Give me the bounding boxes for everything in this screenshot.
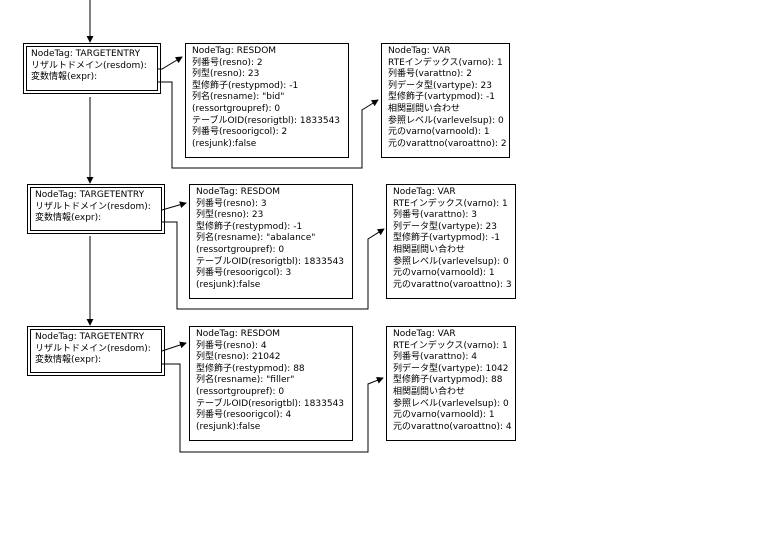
node-line: NodeTag: RESDOM [196, 187, 281, 197]
node-line: RTEインデックス(varno): 1 [393, 198, 508, 209]
node-line: (ressortgroupref): 0 [192, 103, 281, 114]
node-line: 相関副問い合わせ [393, 386, 466, 397]
node-line: 列番号(resno): 4 [196, 340, 267, 351]
node-line: 列番号(resoorigcol): 2 [192, 127, 288, 138]
node-line: 列データ型(vartype): 1042 [393, 363, 509, 374]
resdom-node: NodeTag: RESDOM 列番号(resno): 2 列型(resno):… [185, 43, 349, 158]
node-line: 型修飾子(restypmod): -1 [192, 80, 299, 91]
node-line: 列番号(resoorigcol): 3 [196, 268, 292, 279]
node-line: 列名(resname): "abalance" [196, 233, 316, 244]
var-node: NodeTag: VAR RTEインデックス(varno): 1 列番号(var… [386, 184, 516, 299]
node-line: 型修飾子(vartypmod): -1 [388, 92, 495, 103]
node-line: NodeTag: TARGETENTRY [35, 332, 145, 342]
node-line: 型修飾子(restypmod): 88 [196, 363, 305, 374]
node-line: NodeTag: RESDOM [196, 329, 281, 339]
node-line: NodeTag: TARGETENTRY [31, 49, 141, 59]
node-line: 型修飾子(vartypmod): 88 [393, 375, 503, 386]
node-line: RTEインデックス(varno): 1 [393, 340, 508, 351]
node-line: テーブルOID(resorigtbl): 1833543 [196, 398, 345, 409]
node-line: 列データ型(vartype): 23 [388, 80, 493, 91]
targetentry-node: NodeTag: TARGETENTRY リザルトドメイン(resdom): 変… [23, 43, 161, 94]
node-line: 型修飾子(restypmod): -1 [196, 221, 303, 232]
node-line: (resjunk):false [192, 138, 257, 149]
node-line: 列番号(resoorigcol): 4 [196, 410, 292, 421]
node-line: RTEインデックス(varno): 1 [388, 57, 503, 68]
expr-link-3 [100, 363, 384, 453]
node-line: リザルトドメイン(resdom): [35, 201, 151, 212]
node-line: 型修飾子(vartypmod): -1 [393, 233, 500, 244]
node-line: 列型(resno): 21042 [196, 352, 281, 363]
expr-link-1 [100, 81, 379, 169]
node-line: 変数情報(expr): [31, 72, 98, 83]
node-line: 列番号(varattno): 3 [393, 210, 477, 221]
node-line: 参照レベル(varlevelsup): 0 [393, 398, 509, 409]
node-line: リザルトドメイン(resdom): [31, 60, 147, 71]
node-line: 列番号(resno): 2 [192, 57, 263, 68]
node-line: (ressortgroupref): 0 [196, 244, 285, 255]
node-line: テーブルOID(resorigtbl): 1833543 [192, 115, 341, 126]
node-line: NodeTag: VAR [393, 329, 456, 339]
resdom-node: NodeTag: RESDOM 列番号(resno): 4 列型(resno):… [189, 326, 353, 441]
node-line: 列型(resno): 23 [192, 69, 260, 80]
node-line: 列番号(varattno): 2 [388, 69, 472, 80]
var-node: NodeTag: VAR RTEインデックス(varno): 1 列番号(var… [386, 326, 516, 441]
node-line: 元のvarno(varnoold): 1 [393, 410, 495, 421]
node-line: NodeTag: RESDOM [192, 46, 277, 56]
targetentry-node: NodeTag: TARGETENTRY リザルトドメイン(resdom): 変… [27, 184, 165, 234]
node-line: 列番号(resno): 3 [196, 198, 267, 209]
node-line: 変数情報(expr): [35, 355, 102, 366]
node-line: 参照レベル(varlevelsup): 0 [393, 256, 509, 267]
node-line: 元のvarattno(varoattno): 2 [388, 138, 507, 149]
node-line: 列番号(varattno): 4 [393, 352, 477, 363]
node-line: 相関副問い合わせ [388, 103, 461, 114]
node-line: テーブルOID(resorigtbl): 1833543 [196, 256, 345, 267]
node-line: (resjunk):false [196, 279, 261, 290]
var-node: NodeTag: VAR RTEインデックス(varno): 1 列番号(var… [381, 43, 510, 158]
node-line: (resjunk):false [196, 421, 261, 432]
resdom-node: NodeTag: RESDOM 列番号(resno): 3 列型(resno):… [189, 184, 353, 299]
node-line: 元のvarattno(varoattno): 3 [393, 279, 512, 290]
node-line: NodeTag: TARGETENTRY [35, 190, 145, 200]
node-line: 列名(resname): "bid" [192, 92, 285, 103]
node-line: 元のvarno(varnoold): 1 [388, 127, 490, 138]
node-line: 列型(resno): 23 [196, 210, 264, 221]
node-line: リザルトドメイン(resdom): [35, 343, 151, 354]
node-line: NodeTag: VAR [388, 46, 451, 56]
node-line: 元のvarattno(varoattno): 4 [393, 421, 512, 432]
node-line: 元のvarno(varnoold): 1 [393, 268, 495, 279]
node-line: NodeTag: VAR [393, 187, 456, 197]
node-line: 相関副問い合わせ [393, 244, 466, 255]
node-line: 列データ型(vartype): 23 [393, 221, 498, 232]
node-line: 列名(resname): "filler" [196, 375, 295, 386]
node-line: 変数情報(expr): [35, 213, 102, 224]
targetentry-node: NodeTag: TARGETENTRY リザルトドメイン(resdom): 変… [27, 326, 165, 376]
node-line: 参照レベル(varlevelsup): 0 [388, 115, 504, 126]
node-line: (ressortgroupref): 0 [196, 386, 285, 397]
expr-link-2 [100, 221, 385, 310]
